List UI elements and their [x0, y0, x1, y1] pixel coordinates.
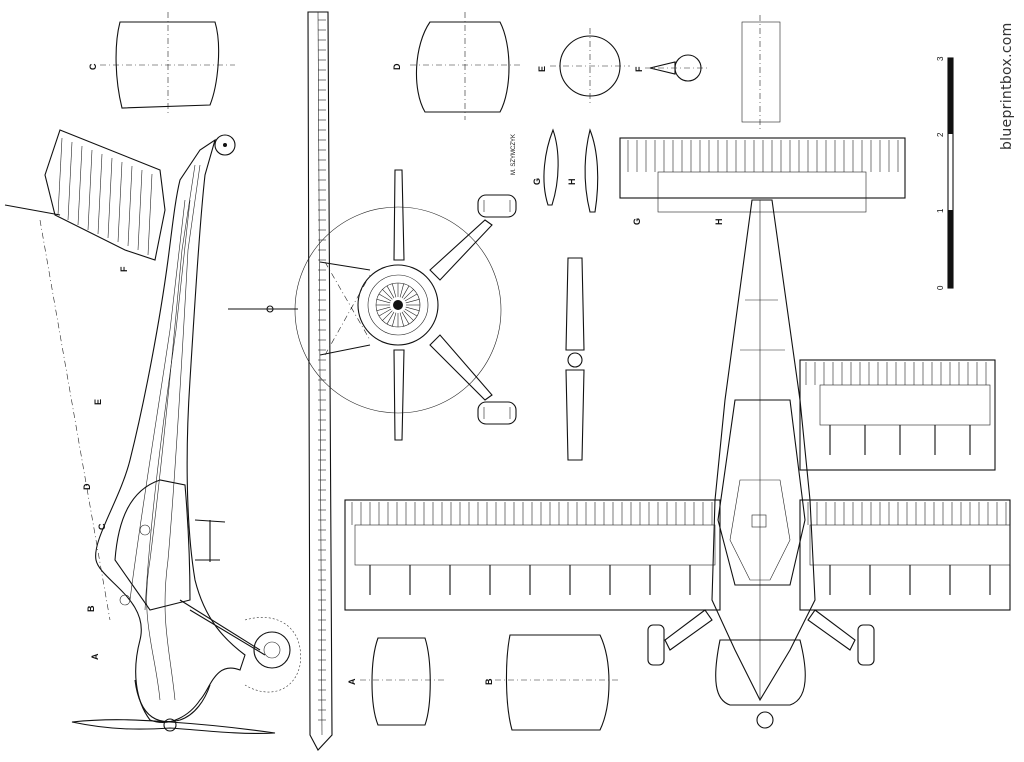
top-label-g: G — [632, 218, 642, 225]
rib-line — [378, 293, 392, 302]
scale-tick-1: 1 — [936, 208, 945, 213]
fin-ribs — [57, 137, 153, 256]
rib-line — [392, 312, 397, 327]
side-label-e: E — [93, 399, 103, 405]
watermark-text: blueprintbox.com — [999, 22, 1015, 150]
rib-line — [405, 299, 420, 304]
side-view: A B C D E F C — [4, 12, 301, 735]
scale-tick-2: 2 — [936, 132, 945, 137]
rib-line — [399, 312, 404, 327]
side-label-a: A — [90, 653, 100, 660]
section-label-b: B — [484, 678, 494, 685]
scale-tick-0: 0 — [936, 285, 945, 290]
top-view: G H — [344, 15, 1011, 729]
scale-bar: 0 1 2 3 — [936, 56, 954, 290]
front-view: M. SZYMCZYK — [228, 134, 517, 441]
rib-line — [382, 310, 393, 321]
section-label-a: A — [347, 678, 357, 685]
rib-line — [378, 308, 392, 317]
section-label-g: G — [532, 178, 542, 185]
scale-tick-3: 3 — [936, 56, 945, 61]
rib-line — [404, 293, 418, 302]
section-label-f: F — [634, 66, 644, 72]
rib-line — [403, 289, 414, 300]
section-label-d: D — [392, 63, 402, 70]
rib-line — [376, 306, 391, 311]
rib-line — [401, 285, 410, 299]
rib-line — [405, 306, 420, 311]
rib-line — [386, 311, 395, 325]
designer-signature: M. SZYMCZYK — [511, 134, 517, 175]
rib-line — [386, 285, 395, 299]
rib-line — [376, 299, 391, 304]
rib-line — [403, 310, 414, 321]
rib-line — [404, 308, 418, 317]
section-label-c: C — [88, 63, 98, 70]
section-label-e: E — [537, 66, 547, 72]
section-label-h: H — [567, 179, 577, 186]
side-label-c: C — [97, 523, 107, 530]
rib-line — [399, 283, 404, 298]
wing-chord-strip — [307, 11, 333, 751]
side-label-b: B — [86, 605, 96, 612]
sections-top: D E F G H — [392, 12, 710, 461]
side-label-d: D — [82, 483, 92, 490]
top-label-h: H — [714, 219, 724, 226]
rib-line — [392, 283, 397, 298]
side-label-f: F — [119, 266, 129, 272]
rib-line — [382, 289, 393, 300]
rib-line — [401, 311, 410, 325]
sections-bottom: A B — [347, 634, 620, 731]
